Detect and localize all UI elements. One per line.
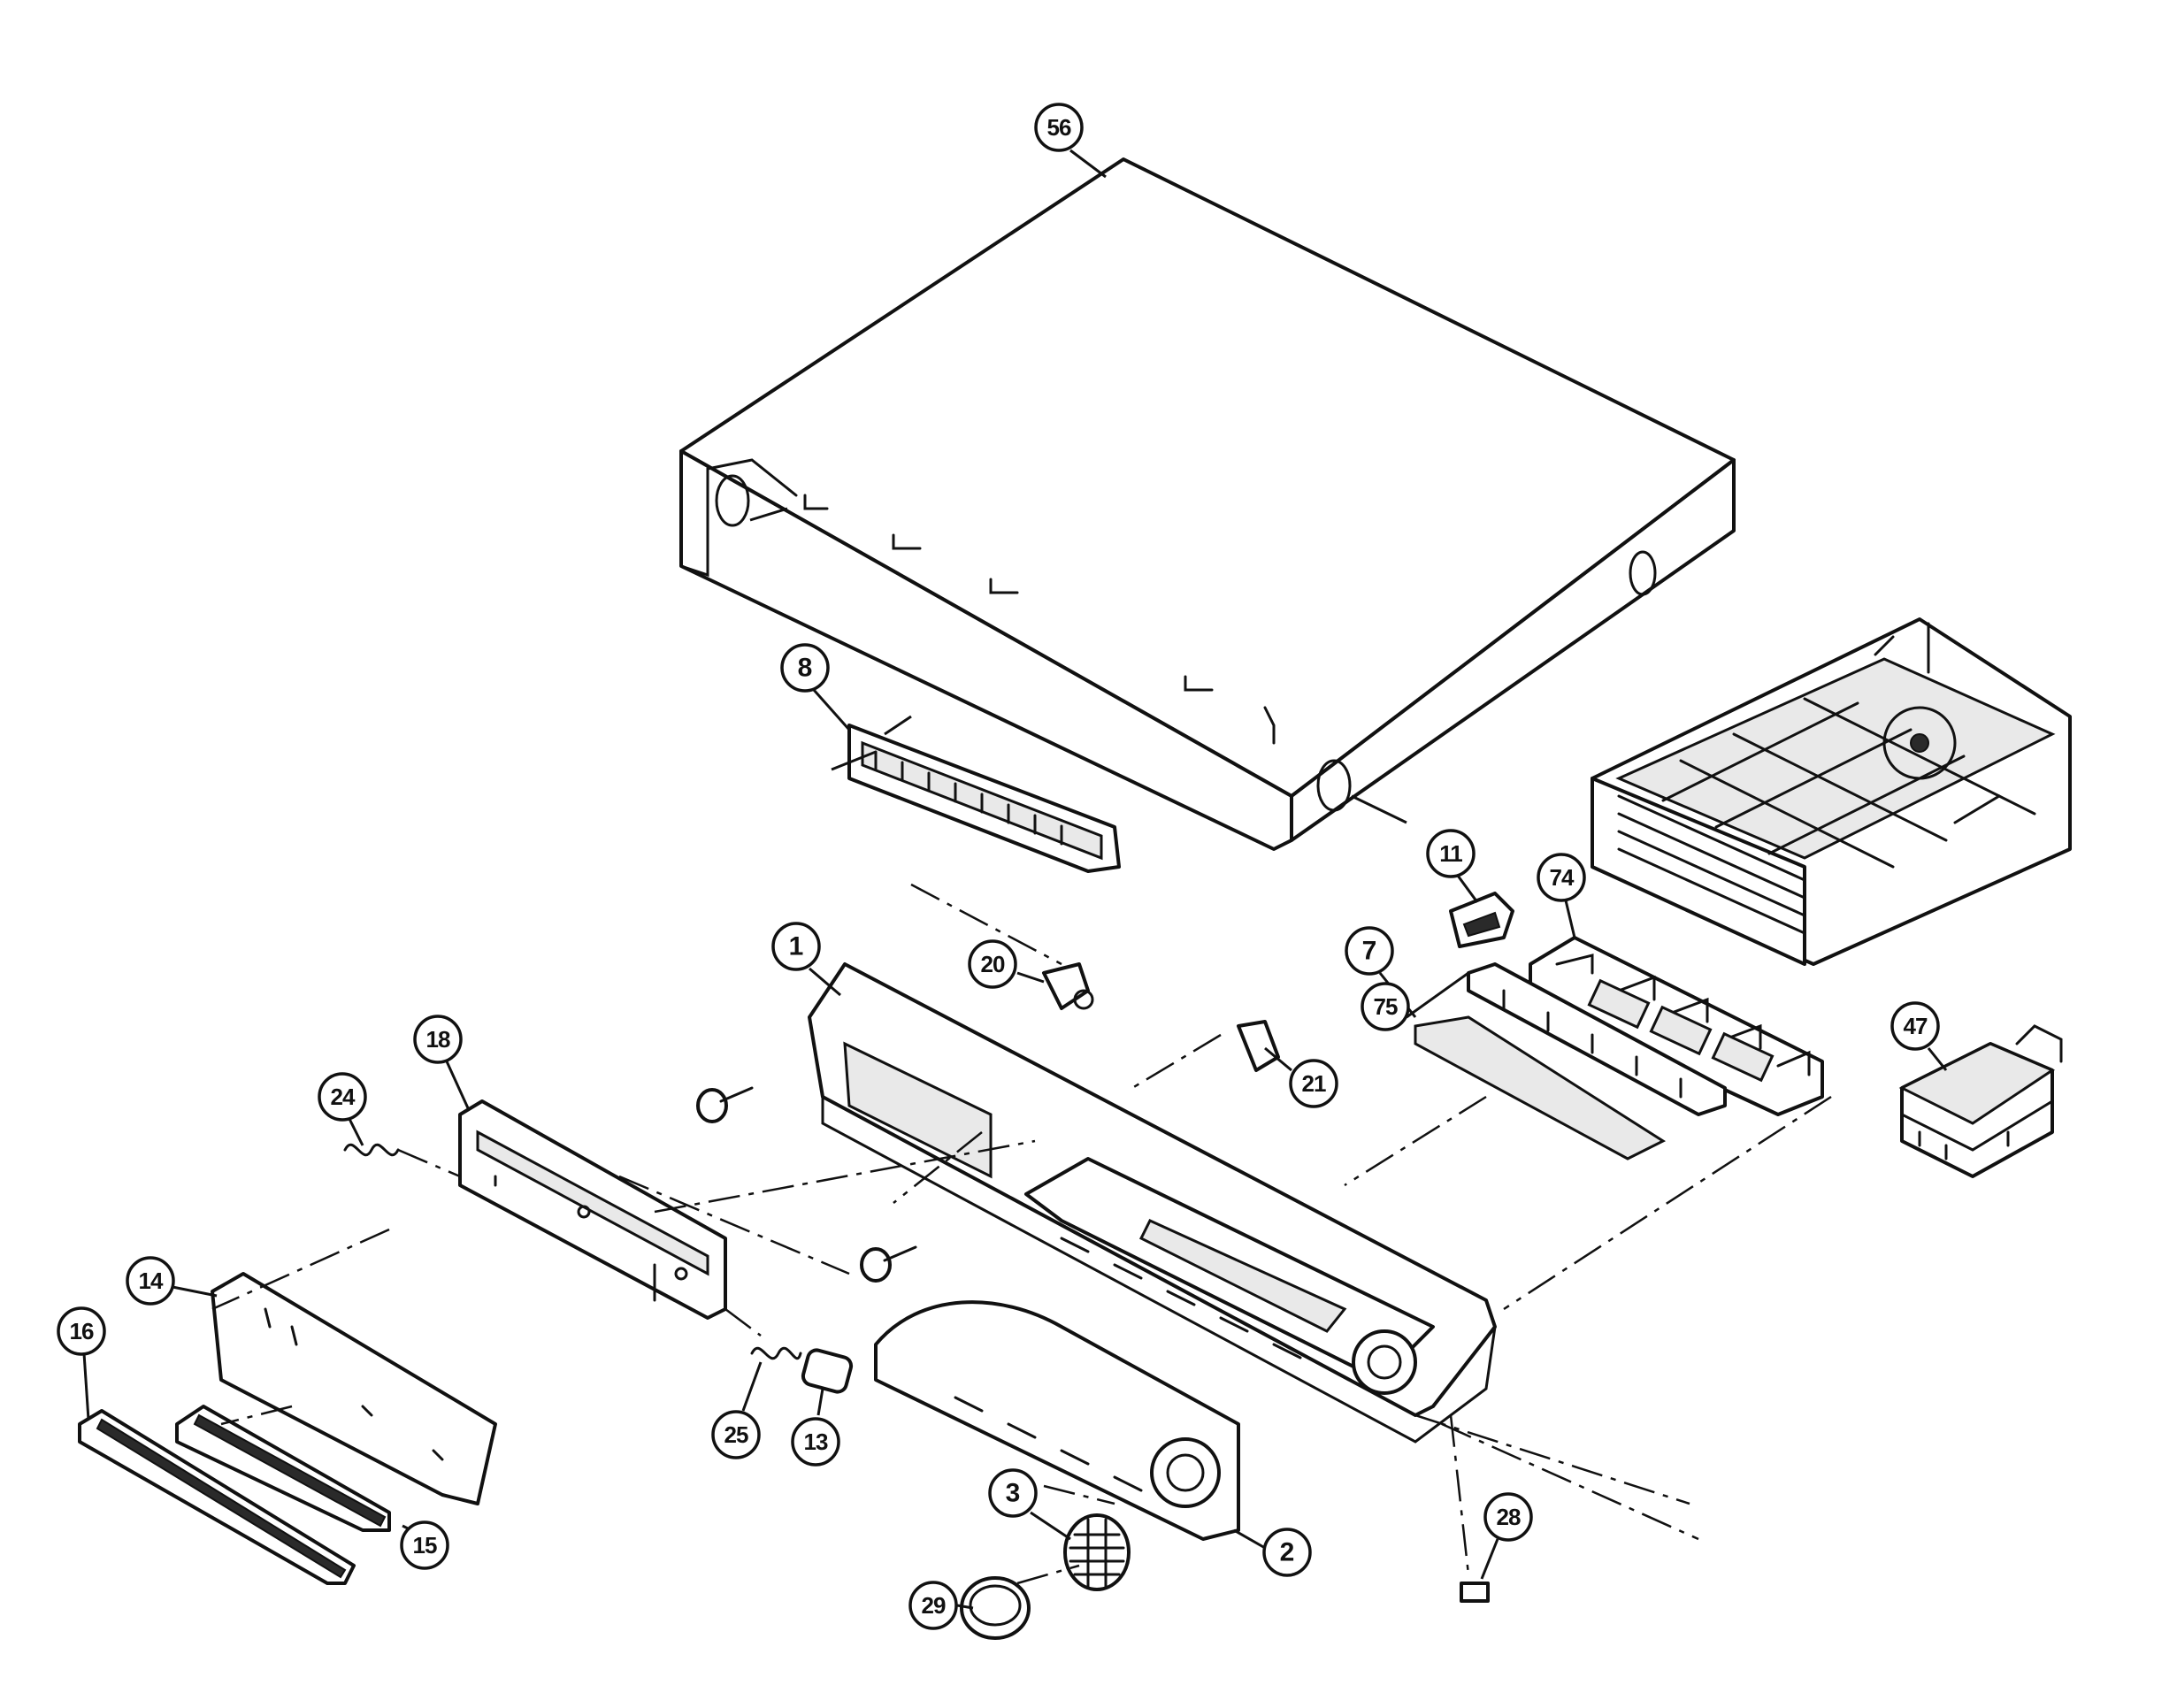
callout-20: 20 — [968, 939, 1017, 989]
display-filter-7 — [1414, 1015, 1667, 1160]
callout-7: 7 — [1345, 926, 1394, 976]
callout-label-28: 28 — [1497, 1504, 1521, 1530]
callout-label-20: 20 — [981, 951, 1005, 977]
callout-label-13: 13 — [804, 1428, 828, 1455]
callout-15: 15 — [400, 1520, 449, 1570]
callout-8: 8 — [780, 643, 830, 693]
callout-24: 24 — [318, 1072, 367, 1122]
callout-label-1: 1 — [789, 932, 804, 961]
callout-label-14: 14 — [139, 1268, 164, 1294]
spring-24 — [343, 1143, 400, 1157]
callout-28: 28 — [1483, 1492, 1533, 1542]
callout-2: 2 — [1262, 1528, 1312, 1577]
screw-lower — [860, 1245, 917, 1283]
callout-74: 74 — [1537, 853, 1586, 902]
callout-label-15: 15 — [413, 1532, 437, 1559]
callout-label-3: 3 — [1006, 1479, 1021, 1508]
part-47-jack — [1898, 1024, 2063, 1178]
callout-label-56: 56 — [1047, 114, 1071, 141]
top-cover — [679, 157, 1736, 851]
callout-1: 1 — [771, 922, 821, 971]
cap-29 — [960, 1576, 1031, 1640]
lightguide-75 — [1467, 962, 1727, 1116]
callout-label-11: 11 — [1439, 840, 1462, 867]
callout-47: 47 — [1890, 1001, 1940, 1051]
callout-label-75: 75 — [1374, 993, 1398, 1020]
callout-16: 16 — [57, 1306, 106, 1356]
callout-label-24: 24 — [331, 1084, 356, 1110]
callout-label-7: 7 — [1362, 937, 1377, 966]
callout-label-16: 16 — [70, 1318, 94, 1344]
rear-jack-board — [831, 715, 1121, 873]
door-trim-15 — [175, 1405, 391, 1532]
callout-label-8: 8 — [798, 654, 813, 683]
callout-label-25: 25 — [724, 1421, 748, 1448]
cd-mechanism — [1591, 617, 2072, 966]
callout-25: 25 — [711, 1410, 761, 1459]
callout-18: 18 — [413, 1015, 463, 1064]
door-base-16 — [78, 1409, 356, 1585]
door-board-18 — [458, 1099, 727, 1320]
callout-29: 29 — [908, 1581, 958, 1630]
screw-upper — [696, 1086, 754, 1123]
callout-label-18: 18 — [426, 1026, 450, 1053]
callout-label-74: 74 — [1550, 864, 1575, 891]
callout-label-29: 29 — [922, 1592, 946, 1619]
clip-21 — [1237, 1020, 1280, 1072]
door-panel-14 — [211, 1272, 497, 1505]
leader-lines — [82, 149, 1948, 1610]
callout-3: 3 — [988, 1468, 1038, 1518]
screws — [696, 1086, 917, 1283]
assembly-lines — [211, 883, 1832, 1585]
callout-14: 14 — [126, 1256, 175, 1306]
callout-56: 56 — [1034, 103, 1084, 152]
callout-label-21: 21 — [1302, 1070, 1326, 1097]
foot-28 — [1460, 1582, 1490, 1603]
callout-13: 13 — [791, 1417, 840, 1467]
spring-25 — [750, 1346, 802, 1360]
grille-3 — [1063, 1513, 1131, 1591]
knob-13 — [801, 1348, 854, 1394]
bracket-20 — [1042, 962, 1094, 1010]
front-panel-2 — [874, 1300, 1240, 1541]
callout-21: 21 — [1289, 1059, 1338, 1108]
callout-11: 11 — [1426, 829, 1476, 878]
callout-label-2: 2 — [1280, 1538, 1295, 1567]
callout-75: 75 — [1361, 982, 1410, 1031]
front-chassis — [808, 962, 1497, 1444]
part-11-bracket — [1449, 892, 1514, 948]
callout-label-47: 47 — [1904, 1013, 1928, 1039]
